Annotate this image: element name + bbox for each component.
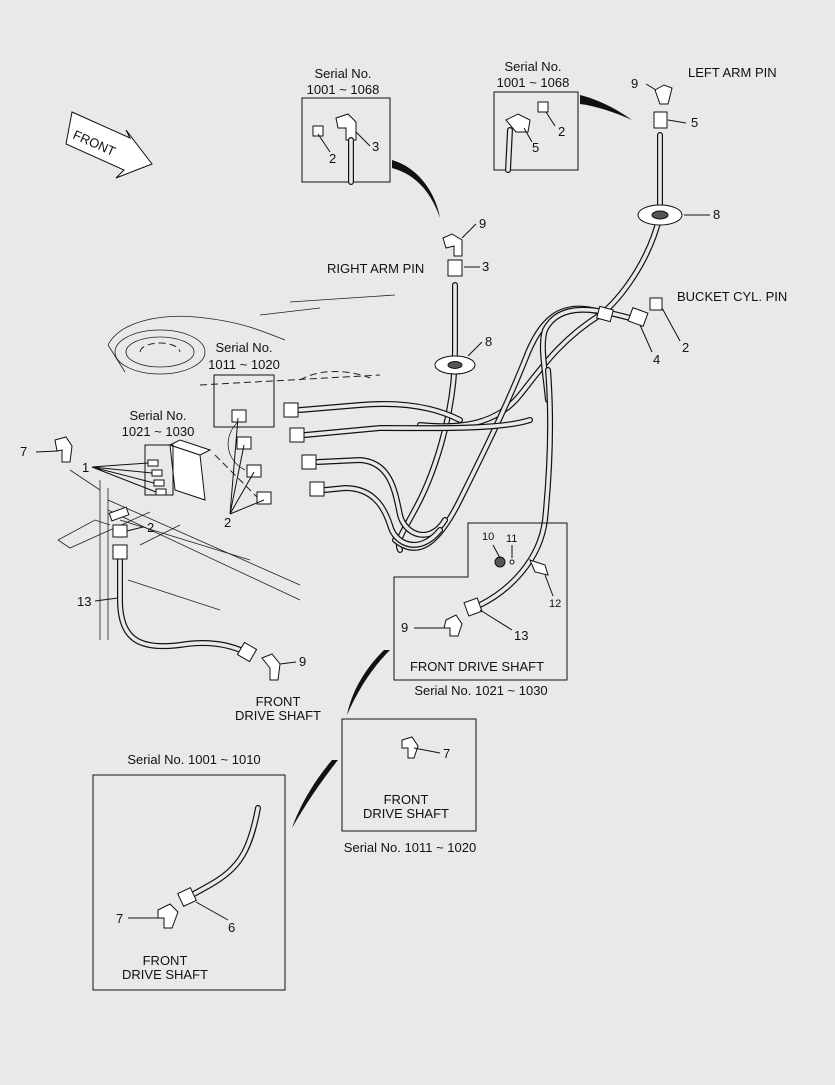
- leader-lines: [35, 83, 710, 921]
- front-arrow-icon: FRONT: [65, 111, 153, 179]
- inset-left-arm-serial-line1: Serial No.: [504, 59, 561, 74]
- callout-7-left: 7: [20, 444, 27, 459]
- grommet-lower-icon: [434, 355, 476, 375]
- inset-1021-line2: 1021 ~ 1030: [122, 424, 195, 439]
- inset-front-drive-1001: [92, 774, 286, 991]
- bucket-cyl-pin-label: BUCKET CYL. PIN: [677, 289, 787, 304]
- callout-7-inset-1001: 7: [116, 911, 123, 926]
- inset-left-arm-serial: [493, 91, 579, 173]
- callout-9-right-arm: 9: [479, 216, 486, 231]
- callout-11: 11: [506, 533, 517, 545]
- inset-1011-front-label-1: FRONT: [384, 792, 429, 807]
- inset-right-arm-serial-line2: 1001 ~ 1068: [307, 82, 380, 97]
- front-drive-main-label-2: DRIVE SHAFT: [235, 708, 321, 723]
- pointer-right-arm: [392, 160, 440, 218]
- inset-1011-caption: Serial No. 1011 ~ 1020: [344, 840, 476, 855]
- pointer-1021: [347, 650, 390, 715]
- callout-5: 5: [691, 115, 698, 130]
- machine-outline: [57, 294, 396, 640]
- callout-2-inset-right: 2: [329, 151, 336, 166]
- inset-right-arm-serial: [301, 97, 391, 185]
- pointer-1011: [292, 760, 338, 828]
- inset-1011-line2: 1011 ~ 1020: [208, 357, 280, 372]
- callout-3-inset: 3: [372, 139, 379, 154]
- callout-13-inset: 13: [514, 628, 528, 643]
- inset-front-drive-1011: [341, 718, 477, 832]
- front-drive-main-label-1: FRONT: [256, 694, 301, 709]
- grommet-upper-icon: [637, 204, 683, 226]
- inset-1021-front-drive-label: FRONT DRIVE SHAFT: [410, 659, 544, 674]
- callout-numbers: 9 5 8 9 3 8 2 4 2 3 2 5 7 1 2 2 13 9 10 …: [20, 76, 720, 935]
- callout-4: 4: [653, 352, 660, 367]
- inset-left-arm-serial-line2: 1001 ~ 1068: [497, 75, 570, 90]
- callout-8-lower: 8: [485, 334, 492, 349]
- callout-10: 10: [482, 531, 494, 543]
- right-arm-pin-label: RIGHT ARM PIN: [327, 261, 424, 276]
- inset-1011-front-label-2: DRIVE SHAFT: [363, 806, 449, 821]
- inset-1011-line1: Serial No.: [215, 340, 272, 355]
- inset-front-drive-1021: [393, 522, 568, 681]
- inset-1021-line1: Serial No.: [129, 408, 186, 423]
- callout-5-inset: 5: [532, 140, 539, 155]
- inset-right-arm-serial-line1: Serial No.: [314, 66, 371, 81]
- callout-2-lower-left: 2: [147, 520, 154, 535]
- hoses: [117, 132, 663, 655]
- callout-6: 6: [228, 920, 235, 935]
- callout-9-left-arm: 9: [631, 76, 638, 91]
- callout-12: 12: [549, 598, 561, 610]
- callout-9-inset: 9: [401, 620, 408, 635]
- callout-1: 1: [82, 460, 89, 475]
- callout-3: 3: [482, 259, 489, 274]
- pointer-left-arm: [580, 95, 632, 120]
- inset-1001-title: Serial No. 1001 ~ 1010: [127, 752, 260, 767]
- callout-8-upper: 8: [713, 207, 720, 222]
- callout-13-left: 13: [77, 594, 91, 609]
- left-arm-pin-label: LEFT ARM PIN: [688, 65, 777, 80]
- callout-2-manifold: 2: [224, 515, 231, 530]
- inset-1011-box: [213, 374, 275, 428]
- callout-7-inset-1011: 7: [443, 746, 450, 761]
- callout-2-inset-left: 2: [558, 124, 565, 139]
- inset-1021-box: [144, 444, 174, 496]
- inset-1021-caption: Serial No. 1021 ~ 1030: [414, 683, 547, 698]
- fittings: [54, 84, 673, 681]
- callout-2-bucket: 2: [682, 340, 689, 355]
- inset-1001-front-label-2: DRIVE SHAFT: [122, 967, 208, 982]
- inset-1001-front-label-1: FRONT: [143, 953, 188, 968]
- callout-9-front: 9: [299, 654, 306, 669]
